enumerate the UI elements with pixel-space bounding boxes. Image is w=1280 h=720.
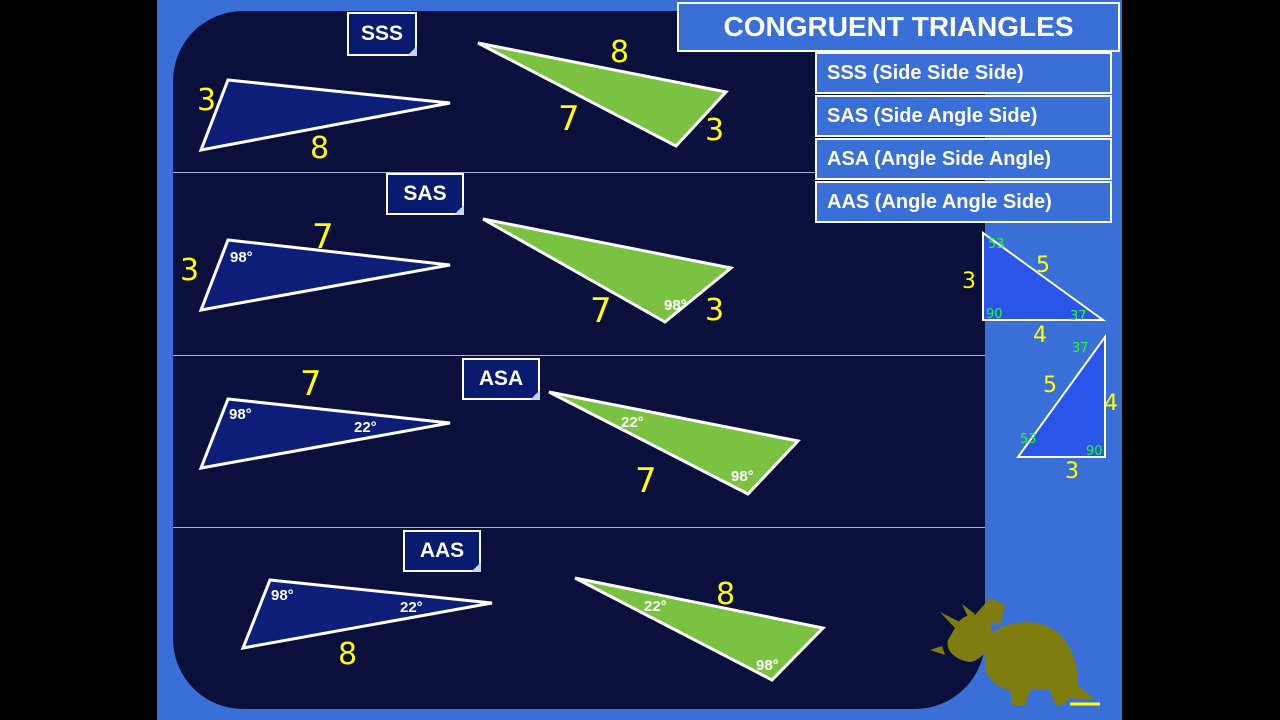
menu-item-sss[interactable]: SSS (Side Side Side) xyxy=(815,52,1112,94)
aas-right-triangle xyxy=(574,576,827,682)
sas-right-angle: 98° xyxy=(664,297,687,314)
menu-item-sas[interactable]: SAS (Side Angle Side) xyxy=(815,95,1112,137)
label-asa: ASA xyxy=(462,358,540,400)
note2-angle-corner: 90 xyxy=(1086,444,1103,459)
sas-left-angle: 98° xyxy=(230,249,253,266)
aas-left-angle-b: 22° xyxy=(400,599,423,616)
note1-side-b: 5 xyxy=(1036,253,1050,278)
triceratops-icon xyxy=(930,598,1095,705)
row-divider xyxy=(173,172,985,173)
sss-right-side-a: 8 xyxy=(610,35,629,70)
sas-right-triangle xyxy=(482,217,735,324)
asa-left-triangle xyxy=(198,397,451,470)
asa-left-angle-b: 22° xyxy=(354,419,377,436)
sas-right-side-a: 7 xyxy=(590,291,612,331)
menu-item-asa[interactable]: ASA (Angle Side Angle) xyxy=(815,138,1112,180)
note2-angle-left: 53 xyxy=(1020,432,1037,447)
aas-right-angle-b: 98° xyxy=(756,657,779,674)
note1-angle-top: 53 xyxy=(988,237,1005,252)
asa-right-triangle xyxy=(548,390,801,496)
aas-left-triangle xyxy=(240,578,493,650)
sss-right-triangle xyxy=(477,41,729,148)
aas-left-side: 8 xyxy=(338,637,357,672)
aas-right-side: 8 xyxy=(716,577,735,612)
note2-side-a: 5 xyxy=(1043,373,1057,398)
aas-right-angle-a: 22° xyxy=(644,598,667,615)
label-sas: SAS xyxy=(386,173,464,215)
note1-side-a: 3 xyxy=(962,269,976,294)
aas-left-angle-a: 98° xyxy=(271,587,294,604)
note1-side-c: 4 xyxy=(1033,323,1047,348)
note2-side-b: 4 xyxy=(1104,391,1118,416)
sas-left-side-a: 3 xyxy=(180,253,199,288)
asa-left-angle-a: 98° xyxy=(229,406,252,423)
menu-item-aas[interactable]: AAS (Angle Angle Side) xyxy=(815,181,1112,223)
note-triangle-1 xyxy=(982,231,1107,321)
label-sss: SSS xyxy=(347,12,417,56)
note1-angle-corner: 90 xyxy=(986,307,1003,322)
sss-left-side-b: 8 xyxy=(310,131,329,166)
sas-right-side-b: 3 xyxy=(705,293,724,328)
note1-angle-right: 37 xyxy=(1070,309,1087,324)
row-divider xyxy=(173,355,985,356)
sas-left-triangle xyxy=(198,238,451,312)
row-divider xyxy=(173,527,985,528)
note2-side-c: 3 xyxy=(1065,459,1079,484)
slide-title: CONGRUENT TRIANGLES xyxy=(677,2,1120,52)
asa-right-angle-b: 98° xyxy=(731,468,754,485)
sss-left-side-a: 3 xyxy=(197,83,216,118)
note-triangle-2 xyxy=(1016,333,1106,458)
sas-left-side-b: 7 xyxy=(312,217,334,257)
note2-angle-top: 37 xyxy=(1072,341,1089,356)
asa-right-side: 7 xyxy=(635,461,657,501)
label-aas: AAS xyxy=(403,530,481,572)
sss-right-side-b: 7 xyxy=(558,99,580,139)
sss-left-triangle xyxy=(198,78,451,152)
asa-left-side: 7 xyxy=(300,364,322,404)
sss-right-side-c: 3 xyxy=(705,113,724,148)
asa-right-angle-a: 22° xyxy=(621,414,644,431)
